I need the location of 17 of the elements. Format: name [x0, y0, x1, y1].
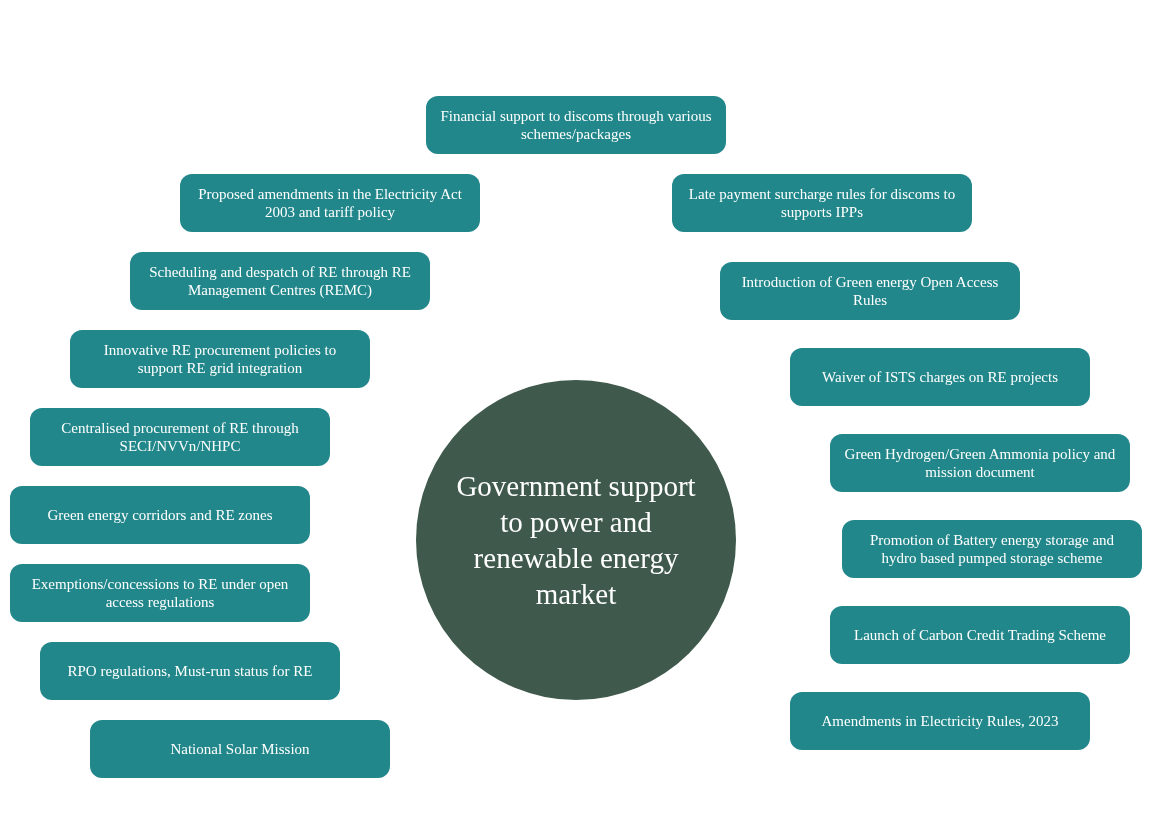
center-circle: Government support to power and renewable energy market	[416, 380, 736, 700]
policy-box: Waiver of ISTS charges on RE projects	[790, 348, 1090, 406]
policy-box: Amendments in Electricity Rules, 2023	[790, 692, 1090, 750]
policy-box: Centralised procurement of RE through SECI/NVVn/NHPC	[30, 408, 330, 466]
policy-box: Innovative RE procurement policies to support RE grid integration	[70, 330, 370, 388]
policy-box: Late payment surcharge rules for discoms to supports IPPs	[672, 174, 972, 232]
policy-box: Financial support to discoms through various schemes/packages	[426, 96, 726, 154]
policy-box: National Solar Mission	[90, 720, 390, 778]
policy-box: Introduction of Green energy Open Access Rules	[720, 262, 1020, 320]
policy-box: Proposed amendments in the Electricity Act 2003 and tariff policy	[180, 174, 480, 232]
policy-box: Green Hydrogen/Green Ammonia policy and mission document	[830, 434, 1130, 492]
policy-box: Promotion of Battery energy storage and hydro based pumped storage scheme	[842, 520, 1142, 578]
policy-box: Exemptions/concessions to RE under open access regulations	[10, 564, 310, 622]
policy-box: Scheduling and despatch of RE through RE Management Centres (REMC)	[130, 252, 430, 310]
policy-box: RPO regulations, Must-run status for RE	[40, 642, 340, 700]
policy-box: Launch of Carbon Credit Trading Scheme	[830, 606, 1130, 664]
policy-box: Green energy corridors and RE zones	[10, 486, 310, 544]
